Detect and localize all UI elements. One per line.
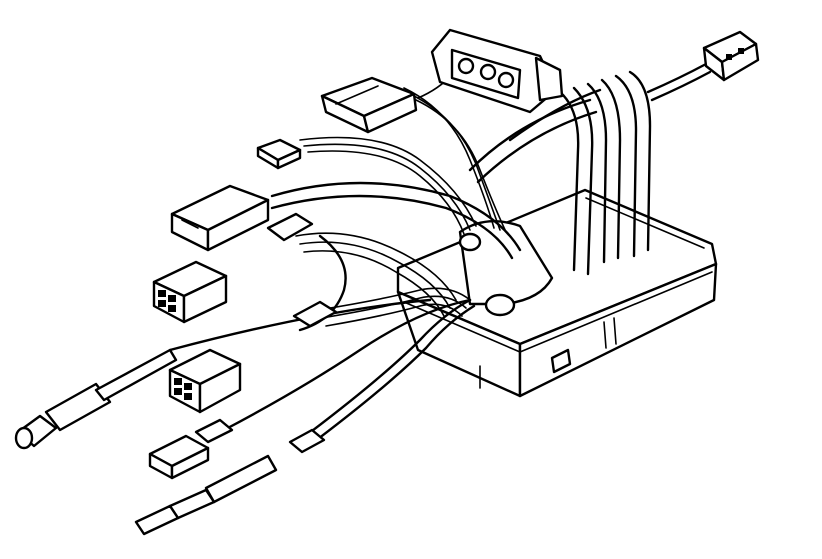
small-plug-right	[702, 30, 760, 82]
wire-bundle	[168, 39, 712, 450]
jst-connector	[256, 138, 302, 170]
servo-connector	[170, 184, 270, 252]
bullet-plug	[14, 348, 178, 450]
six-pin-connector-lower	[168, 300, 338, 414]
sensor-plug	[320, 76, 418, 134]
ferrite-ring	[458, 220, 554, 317]
two-pin-plug	[148, 418, 234, 480]
ring-terminal	[134, 428, 326, 536]
motor-connector	[430, 28, 564, 114]
esc-housing	[396, 188, 718, 398]
six-pin-connector-upper	[152, 212, 314, 324]
